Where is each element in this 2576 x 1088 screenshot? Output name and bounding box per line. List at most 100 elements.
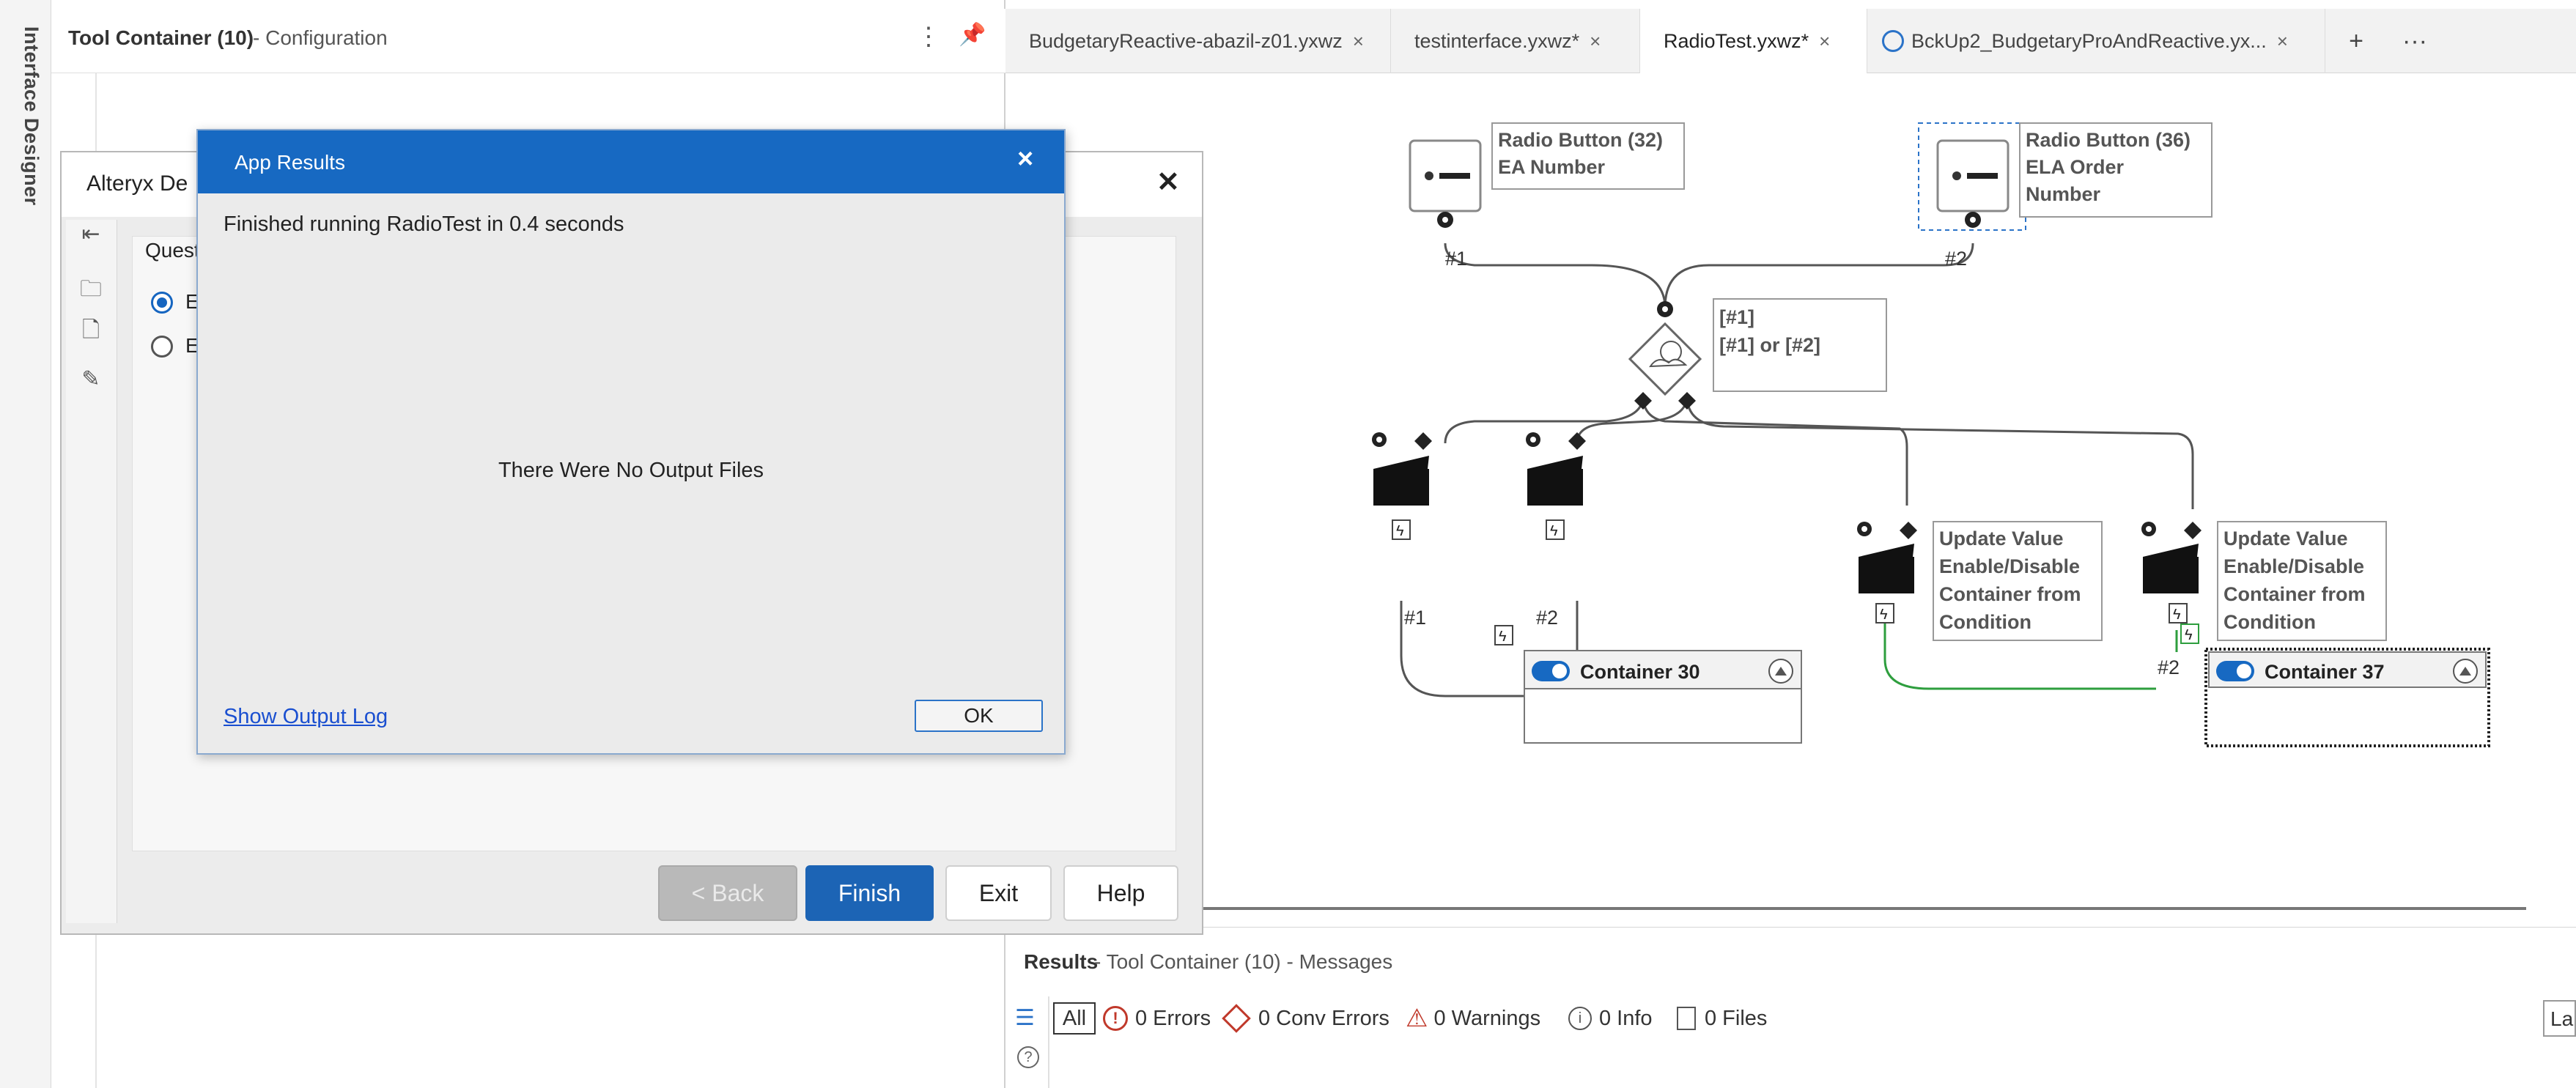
- radio-option-1[interactable]: [151, 292, 173, 314]
- radio36-subtitle-2: Number: [2026, 183, 2101, 205]
- info-icon: i: [1568, 1007, 1592, 1030]
- designer-toolstrip: [66, 220, 117, 923]
- configuration-header: [51, 9, 1005, 73]
- conv-error-icon: [1222, 1004, 1251, 1033]
- results-toolbar: [1005, 996, 2576, 1088]
- filter-files[interactable]: 0 Files: [1677, 1002, 1767, 1035]
- update1-line-4: Condition: [1939, 611, 2031, 633]
- tab-label: testinterface.yxwz*: [1414, 29, 1580, 52]
- wire-cond-to-action-upd1: [1642, 395, 1908, 506]
- add-tab-icon[interactable]: +: [2349, 26, 2363, 55]
- svg-text:ϟ: ϟ: [1550, 523, 1558, 539]
- workflow-canvas[interactable]: Radio Button (32) EA Number #1 Radio But…: [1005, 73, 2576, 927]
- filter-errors-label: 0 Errors: [1135, 1006, 1211, 1030]
- condition-line-1: [#1]: [1719, 306, 1754, 328]
- radio-button-tool-36[interactable]: [1936, 139, 2009, 228]
- file-icon[interactable]: 🗋: [81, 318, 100, 342]
- wire-cond-to-action2: [1576, 395, 1689, 444]
- action-tool-1[interactable]: ϟ: [1372, 432, 1432, 540]
- radio-button-tool-32[interactable]: [1409, 139, 1482, 228]
- update-action-tool-2[interactable]: ϟ ϟ: [2141, 522, 2202, 644]
- pin-icon[interactable]: 📌: [959, 23, 986, 47]
- update2-line-4: Condition: [2223, 611, 2316, 633]
- update2-line-1: Update Value: [2223, 528, 2348, 549]
- condition-tool[interactable]: [1628, 301, 1702, 410]
- ok-button[interactable]: OK: [915, 700, 1043, 732]
- close-icon[interactable]: ×: [2276, 29, 2288, 52]
- app-results-titlebar: [198, 130, 1064, 193]
- warning-icon: ⚠: [1406, 1004, 1428, 1032]
- selection-outline: [1918, 122, 2026, 231]
- filter-conv-errors[interactable]: 0 Conv Errors: [1222, 1002, 1390, 1035]
- tab-bckup2[interactable]: BckUp2_BudgetaryProAndReactive.yx...×: [1867, 9, 2325, 73]
- interface-designer-strip: [0, 0, 51, 1088]
- results-title: Results: [1024, 950, 1099, 973]
- filter-conv-errors-label: 0 Conv Errors: [1258, 1006, 1390, 1030]
- close-icon[interactable]: ×: [1017, 144, 1034, 174]
- results-subtitle: - Tool Container (10) - Messages: [1094, 950, 1393, 973]
- wire-cond-to-action-upd2: [1686, 395, 2194, 509]
- radio36-title: Radio Button (36): [2026, 129, 2191, 151]
- config-subtitle: - Configuration: [253, 26, 388, 49]
- svg-text:ϟ: ϟ: [2185, 627, 2193, 643]
- action-tool-2[interactable]: ϟ: [1526, 432, 1586, 540]
- horizontal-scrollbar: [1005, 907, 2526, 910]
- workflow-wires: [1400, 243, 2194, 697]
- tab-label: RadioTest.yxwz*: [1664, 29, 1809, 52]
- show-output-log-link[interactable]: Show Output Log: [224, 705, 388, 728]
- close-icon[interactable]: ✕: [1156, 167, 1180, 198]
- filter-warnings-label: 0 Warnings: [1433, 1006, 1541, 1030]
- filter-errors[interactable]: !0 Errors: [1103, 1002, 1211, 1035]
- filter-warnings[interactable]: ⚠0 Warnings: [1406, 1002, 1540, 1035]
- tab-radiotest[interactable]: RadioTest.yxwz* ×: [1640, 9, 1867, 73]
- update1-line-1: Update Value: [1939, 528, 2064, 549]
- condition-line-2: [#1] or [#2]: [1719, 334, 1820, 356]
- container-37[interactable]: [2204, 648, 2490, 747]
- container-30[interactable]: [1524, 650, 1802, 744]
- app-results-title: App Results: [235, 151, 345, 174]
- finish-button[interactable]: Finish: [805, 865, 934, 921]
- close-icon[interactable]: ×: [1819, 29, 1831, 52]
- tab-budgetary-reactive[interactable]: BudgetaryReactive-abazil-z01.yxwz ×: [1005, 9, 1391, 73]
- folder-icon[interactable]: 🗀: [80, 277, 102, 301]
- layout-dropdown[interactable]: La: [2543, 1000, 2576, 1037]
- update2-line-3: Container from: [2223, 583, 2366, 605]
- interface-designer-label[interactable]: Interface Designer: [21, 26, 43, 206]
- back-arrow-icon[interactable]: ⇤: [81, 222, 100, 246]
- help-button[interactable]: Help: [1063, 865, 1178, 921]
- workflow-diagram: Radio Button (32) EA Number #1 Radio But…: [1005, 122, 2526, 910]
- wire-bottom-label-1: #1: [1404, 607, 1426, 629]
- list-icon[interactable]: ☰: [1015, 1006, 1035, 1030]
- file-icon: [1677, 1007, 1696, 1030]
- annotation-box-condition: [1713, 298, 1887, 392]
- radio32-title: Radio Button (32): [1498, 129, 1663, 151]
- update1-line-3: Container from: [1939, 583, 2081, 605]
- results-divider: [1048, 996, 1049, 1088]
- radio-option-2[interactable]: [151, 336, 173, 358]
- more-tabs-icon[interactable]: ···: [2402, 26, 2427, 55]
- annotation-box-radio36: [2019, 122, 2213, 218]
- exit-button[interactable]: Exit: [945, 865, 1052, 921]
- close-icon[interactable]: ×: [1590, 29, 1601, 52]
- container30-title: Container 30: [1580, 661, 1700, 683]
- loading-icon: [1882, 30, 1904, 52]
- tab-label: BudgetaryReactive-abazil-z01.yxwz: [1029, 29, 1343, 52]
- wire-right-label-2: #2: [2158, 656, 2180, 678]
- help-icon[interactable]: ?: [1017, 1046, 1039, 1068]
- radio-option-1-label: E: [185, 290, 199, 313]
- back-button[interactable]: < Back: [658, 865, 797, 921]
- close-icon[interactable]: ×: [1352, 29, 1364, 52]
- annotation-box-update2: [2217, 521, 2387, 641]
- filter-info[interactable]: i 0 Info: [1568, 1002, 1653, 1035]
- svg-text:ϟ: ϟ: [1499, 629, 1507, 645]
- filter-all[interactable]: All: [1053, 1002, 1096, 1035]
- wire-label-2: #2: [1945, 248, 1967, 270]
- magic-wand-icon[interactable]: ✎: [81, 367, 100, 391]
- container30-input-anchor: ϟ: [1494, 625, 1513, 645]
- kebab-icon[interactable]: ⋮: [916, 23, 941, 51]
- annotation-box-update1: [1933, 521, 2103, 641]
- tab-testinterface[interactable]: testinterface.yxwz* ×: [1391, 9, 1640, 73]
- filter-info-label: 0 Info: [1599, 1006, 1653, 1030]
- update-action-tool-1[interactable]: ϟ: [1857, 522, 1917, 623]
- radio-option-2-label: E: [185, 334, 199, 357]
